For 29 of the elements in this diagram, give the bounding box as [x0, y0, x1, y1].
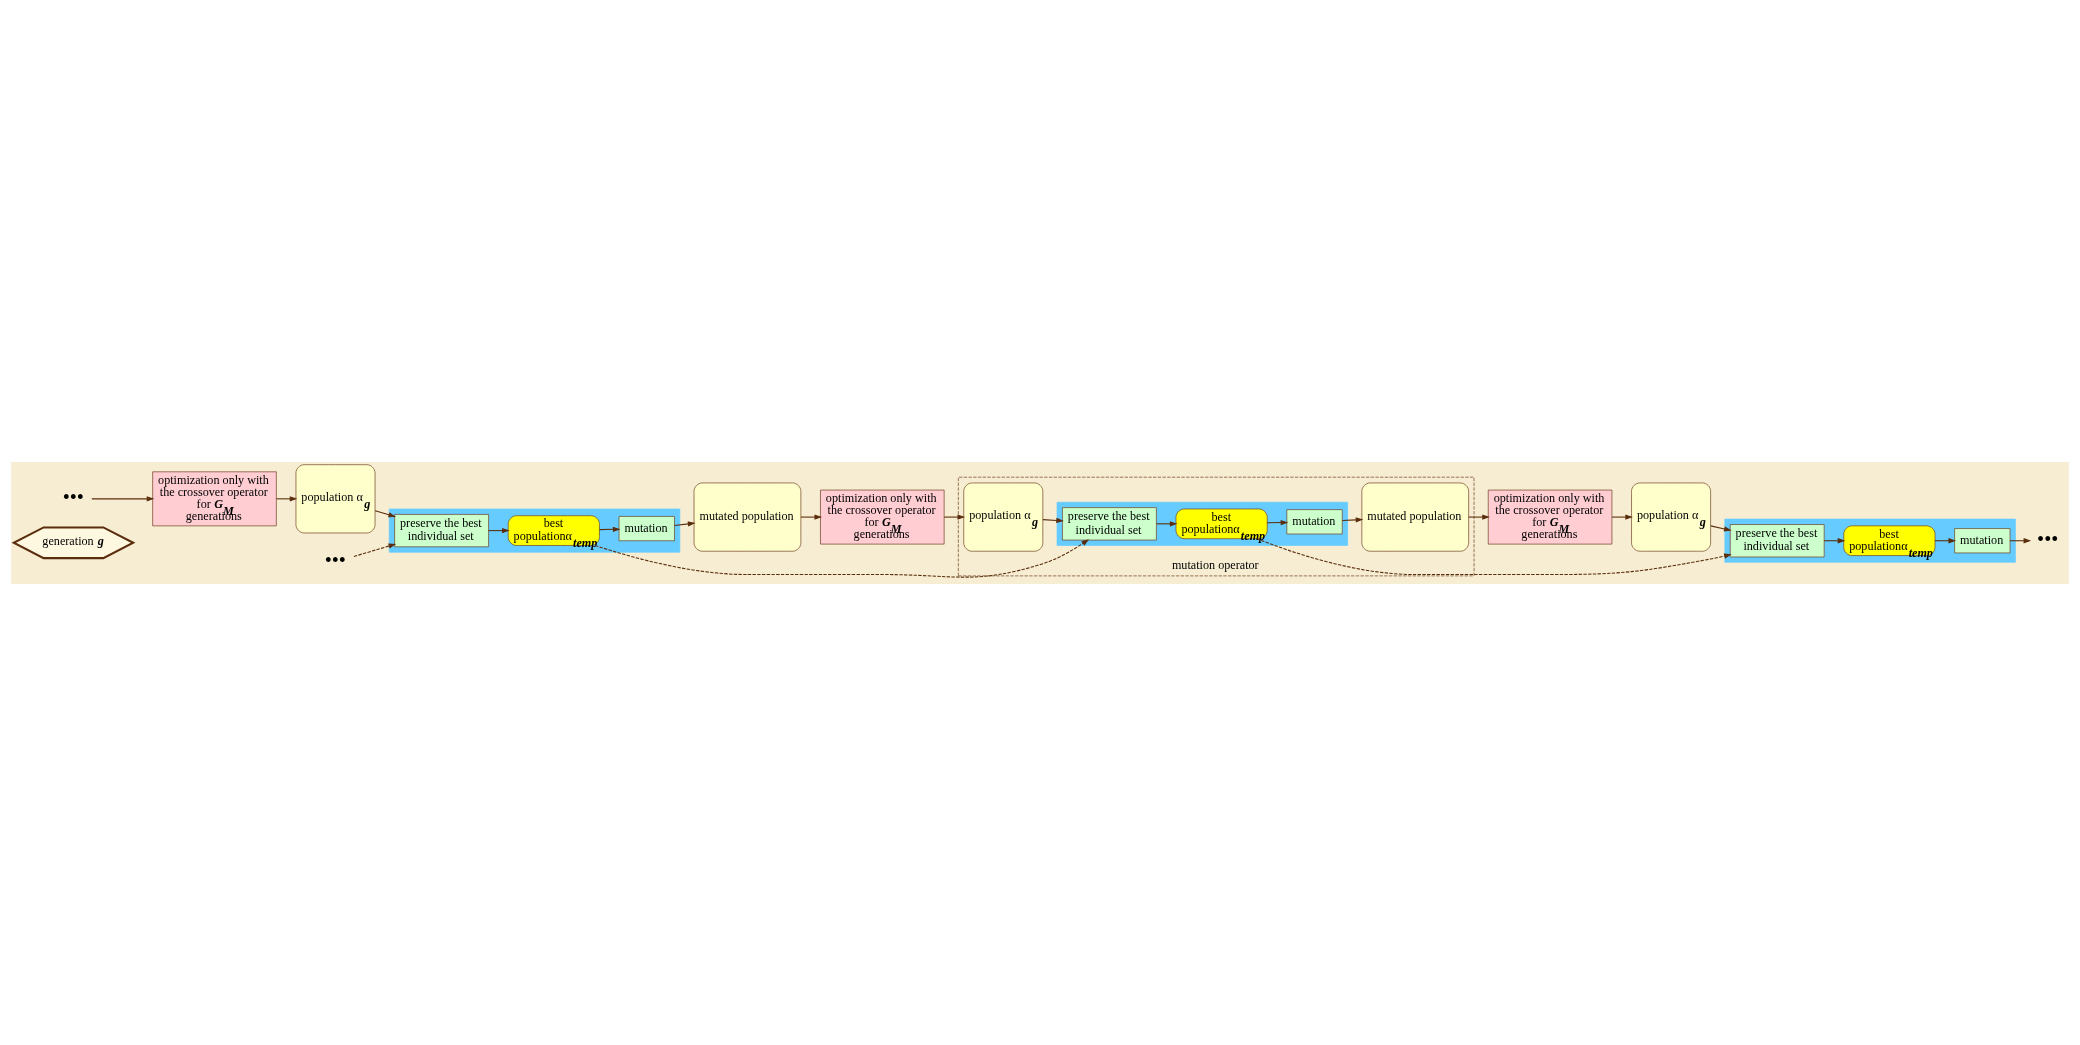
node-box: mutated population	[1361, 482, 1469, 552]
arrow	[1155, 520, 1178, 526]
node-text: •••	[2037, 527, 2059, 550]
arrow	[1042, 517, 1064, 523]
node-box: mutation	[1954, 527, 2011, 553]
node-box: mutation	[618, 515, 675, 541]
arrow	[275, 495, 298, 501]
arrow	[943, 513, 966, 520]
arrow	[353, 543, 397, 557]
arrow	[1468, 513, 1490, 520]
arrow	[800, 513, 823, 520]
arrow	[374, 509, 397, 517]
arrow	[1710, 524, 1732, 532]
node-box: preserve the best individual set	[394, 513, 489, 547]
arrow	[1611, 513, 1633, 520]
arrow	[674, 520, 696, 526]
arrow	[1823, 537, 1846, 543]
node-box: preserve the best individual set	[1729, 523, 1825, 557]
arrow	[594, 538, 1090, 578]
arrow	[598, 526, 621, 532]
node-box: mutation	[1286, 508, 1343, 534]
node-box: preserve the best individual set	[1062, 506, 1157, 540]
arrow	[1256, 537, 1732, 575]
node-text: •••	[324, 548, 346, 571]
arrow	[91, 495, 155, 501]
node-box: mutated population	[693, 482, 802, 552]
arrow	[1266, 519, 1289, 525]
node-text: •••	[62, 485, 84, 508]
arrow	[1341, 516, 1364, 523]
